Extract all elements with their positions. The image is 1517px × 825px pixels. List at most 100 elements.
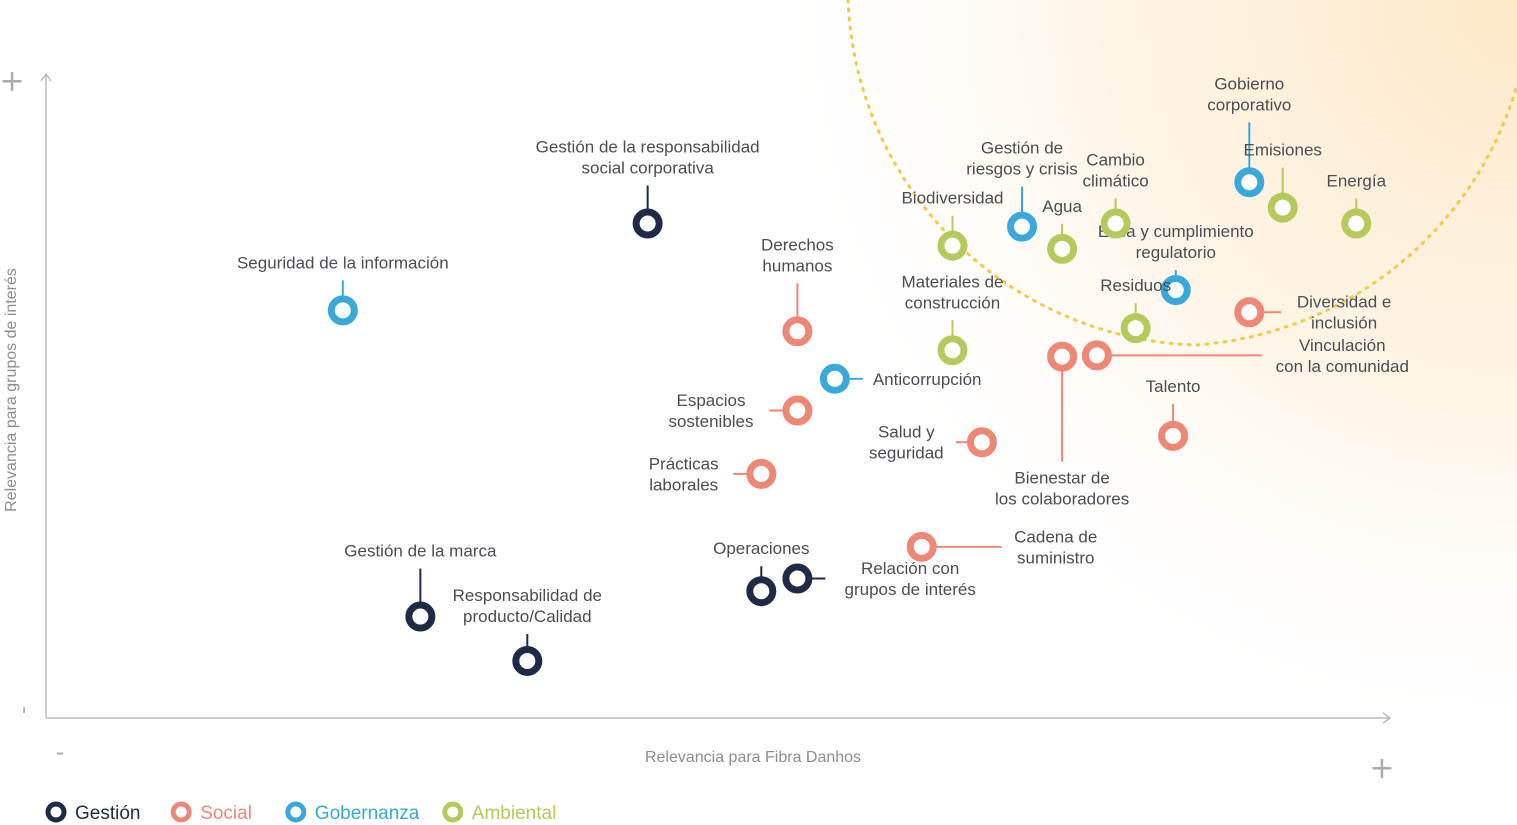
point-label: Gestión de riesgos y crisis xyxy=(966,139,1077,179)
point-label-line: Espacios xyxy=(677,391,746,410)
point-label-line: Talento xyxy=(1146,377,1201,396)
point-talento: Talento xyxy=(1146,377,1201,451)
point-label-line: suministro xyxy=(1017,548,1094,567)
point-label-line: riesgos y crisis xyxy=(966,160,1077,179)
point-marker xyxy=(782,563,813,594)
point-bienestar-de-los-colaboradores: Bienestar de los colaboradores xyxy=(995,341,1129,509)
legend-marker xyxy=(170,801,192,823)
point-label-line: Energía xyxy=(1326,171,1386,190)
y-axis-min-marker: - xyxy=(11,706,36,714)
point-marker xyxy=(1234,297,1265,328)
point-seguridad-de-la-informacion: Seguridad de la información xyxy=(237,253,449,326)
legend-label: Gobernanza xyxy=(315,803,420,824)
point-marker xyxy=(782,395,813,426)
point-label-line: Vinculación xyxy=(1299,336,1386,355)
point-marker xyxy=(1267,192,1298,223)
point-label-line: Biodiversidad xyxy=(901,189,1003,208)
legend-item-social: Social xyxy=(170,801,252,824)
point-marker xyxy=(1120,313,1151,344)
point-label-line: Anticorrupción xyxy=(873,370,982,389)
legend-marker xyxy=(285,801,307,823)
point-label-line: Gestión de xyxy=(981,139,1063,158)
y-axis-arrow-icon xyxy=(40,72,52,82)
x-axis-arrow-icon xyxy=(1382,712,1392,724)
point-agua: Agua xyxy=(1042,197,1083,264)
x-axis-label: Relevancia para Fibra Danhos xyxy=(645,749,861,766)
series-gobernanza: Seguridad de la informaciónAnticorrupció… xyxy=(237,74,1291,394)
legend-item-gestion: Gestión xyxy=(45,801,140,824)
point-anticorrupcion: Anticorrupción xyxy=(819,363,982,394)
point-label: Talento xyxy=(1146,377,1201,396)
point-label: Operaciones xyxy=(713,539,809,558)
point-label: Energía xyxy=(1326,171,1386,190)
point-label-line: humanos xyxy=(762,256,832,275)
point-label-line: Emisiones xyxy=(1244,141,1322,160)
point-label-line: Residuos xyxy=(1100,276,1171,295)
point-label-line: corporativo xyxy=(1207,95,1291,114)
point-vinculacion-con-la-comunidad: Vinculación con la comunidad xyxy=(1081,336,1409,376)
point-gestion-de-riesgos-y-crisis: Gestión de riesgos y crisis xyxy=(966,139,1078,242)
point-marker xyxy=(1341,208,1372,239)
priority-zone-curve xyxy=(846,0,1517,347)
point-label: Seguridad de la información xyxy=(237,253,449,272)
point-gestion-de-la-marca: Gestión de la marca xyxy=(344,542,497,632)
point-label-line: Diversidad e xyxy=(1297,293,1392,312)
point-marker xyxy=(1081,340,1112,371)
point-label: Derechos humanos xyxy=(761,235,834,275)
point-label-line: Seguridad de la información xyxy=(237,253,449,272)
point-label-line: producto/Calidad xyxy=(463,607,592,626)
point-marker xyxy=(1100,208,1131,239)
legend-marker xyxy=(45,801,67,823)
point-label-line: Bienestar de xyxy=(1014,469,1109,488)
point-label-line: Cambio xyxy=(1086,150,1145,169)
legend-item-ambiental: Ambiental xyxy=(442,801,557,824)
point-residuos: Residuos xyxy=(1100,276,1171,344)
point-label: Residuos xyxy=(1100,276,1171,295)
point-label: Gestión de la marca xyxy=(344,542,497,561)
point-label: Bienestar de los colaboradores xyxy=(995,469,1129,509)
point-biodiversidad: Biodiversidad xyxy=(901,189,1004,261)
point-marker xyxy=(937,335,968,366)
point-marker xyxy=(512,645,543,676)
point-label-line: Gestión de la responsabilidad xyxy=(536,137,760,156)
y-axis-max-marker: + xyxy=(0,64,25,99)
point-marker xyxy=(937,230,968,261)
point-label: Anticorrupción xyxy=(873,370,982,389)
point-label-line: inclusión xyxy=(1311,314,1377,333)
legend-item-gobernanza: Gobernanza xyxy=(285,801,420,824)
point-marker xyxy=(632,208,663,239)
point-label-line: con la comunidad xyxy=(1276,357,1409,376)
point-label: Emisiones xyxy=(1244,141,1322,160)
legend-label: Ambiental xyxy=(472,803,557,824)
point-label-line: climático xyxy=(1083,171,1149,190)
point-label: Vinculación con la comunidad xyxy=(1276,336,1409,376)
point-label-line: los colaboradores xyxy=(995,490,1129,509)
point-label-line: Relación con xyxy=(861,559,959,578)
legend-marker xyxy=(442,801,464,823)
point-marker xyxy=(1047,233,1078,264)
x-axis-min-marker: - xyxy=(56,738,65,766)
point-marker xyxy=(1007,211,1038,242)
point-label-line: laborales xyxy=(649,475,718,494)
point-marker xyxy=(906,531,937,562)
point-label-line: Salud y xyxy=(878,423,935,442)
point-label-line: Derechos xyxy=(761,235,834,254)
